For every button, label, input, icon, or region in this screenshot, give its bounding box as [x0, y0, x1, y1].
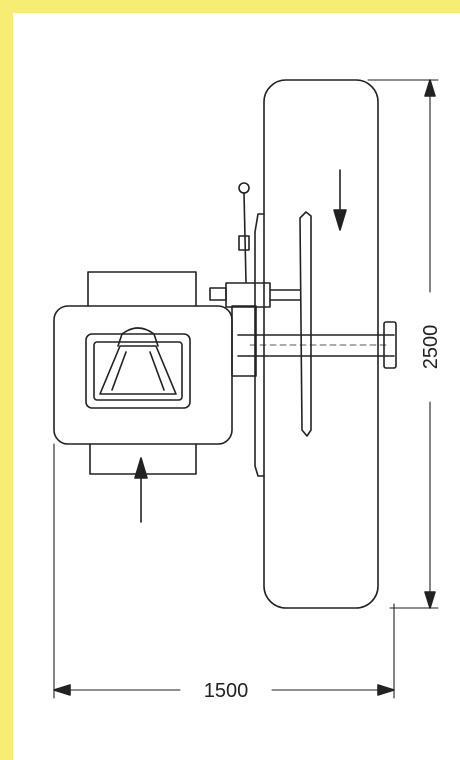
- connecting-block: [231, 305, 257, 377]
- hopper: [99, 345, 177, 395]
- lever-rod: [243, 192, 247, 283]
- lever-knob: [238, 182, 250, 194]
- bearing-spindle: [209, 287, 227, 301]
- height-arrow-bottom: [424, 591, 436, 609]
- hopper-top: [117, 327, 159, 347]
- hopper-line-2: [149, 351, 165, 391]
- hopper-line-1: [111, 351, 127, 391]
- wheel-hub-plate: [254, 213, 265, 477]
- upper-inlet-box: [87, 271, 197, 307]
- height-arrow-top: [424, 79, 436, 97]
- shaft-end-cap: [383, 321, 397, 369]
- feed-opening-outer: [85, 333, 191, 409]
- rotation-arrow-head: [333, 209, 347, 231]
- height-dimension-label: 2500: [420, 325, 442, 370]
- lever-bracket: [238, 235, 250, 251]
- width-dimension-label: 1500: [204, 680, 249, 702]
- width-arrow-left: [53, 684, 71, 696]
- drawing-sheet: [13, 13, 460, 760]
- feed-opening-inner: [93, 341, 183, 401]
- large-wheel: [263, 79, 379, 609]
- disc: [299, 211, 312, 437]
- motor-housing: [53, 305, 233, 445]
- width-arrow-right: [377, 684, 395, 696]
- inlet-arrow-head: [134, 457, 148, 479]
